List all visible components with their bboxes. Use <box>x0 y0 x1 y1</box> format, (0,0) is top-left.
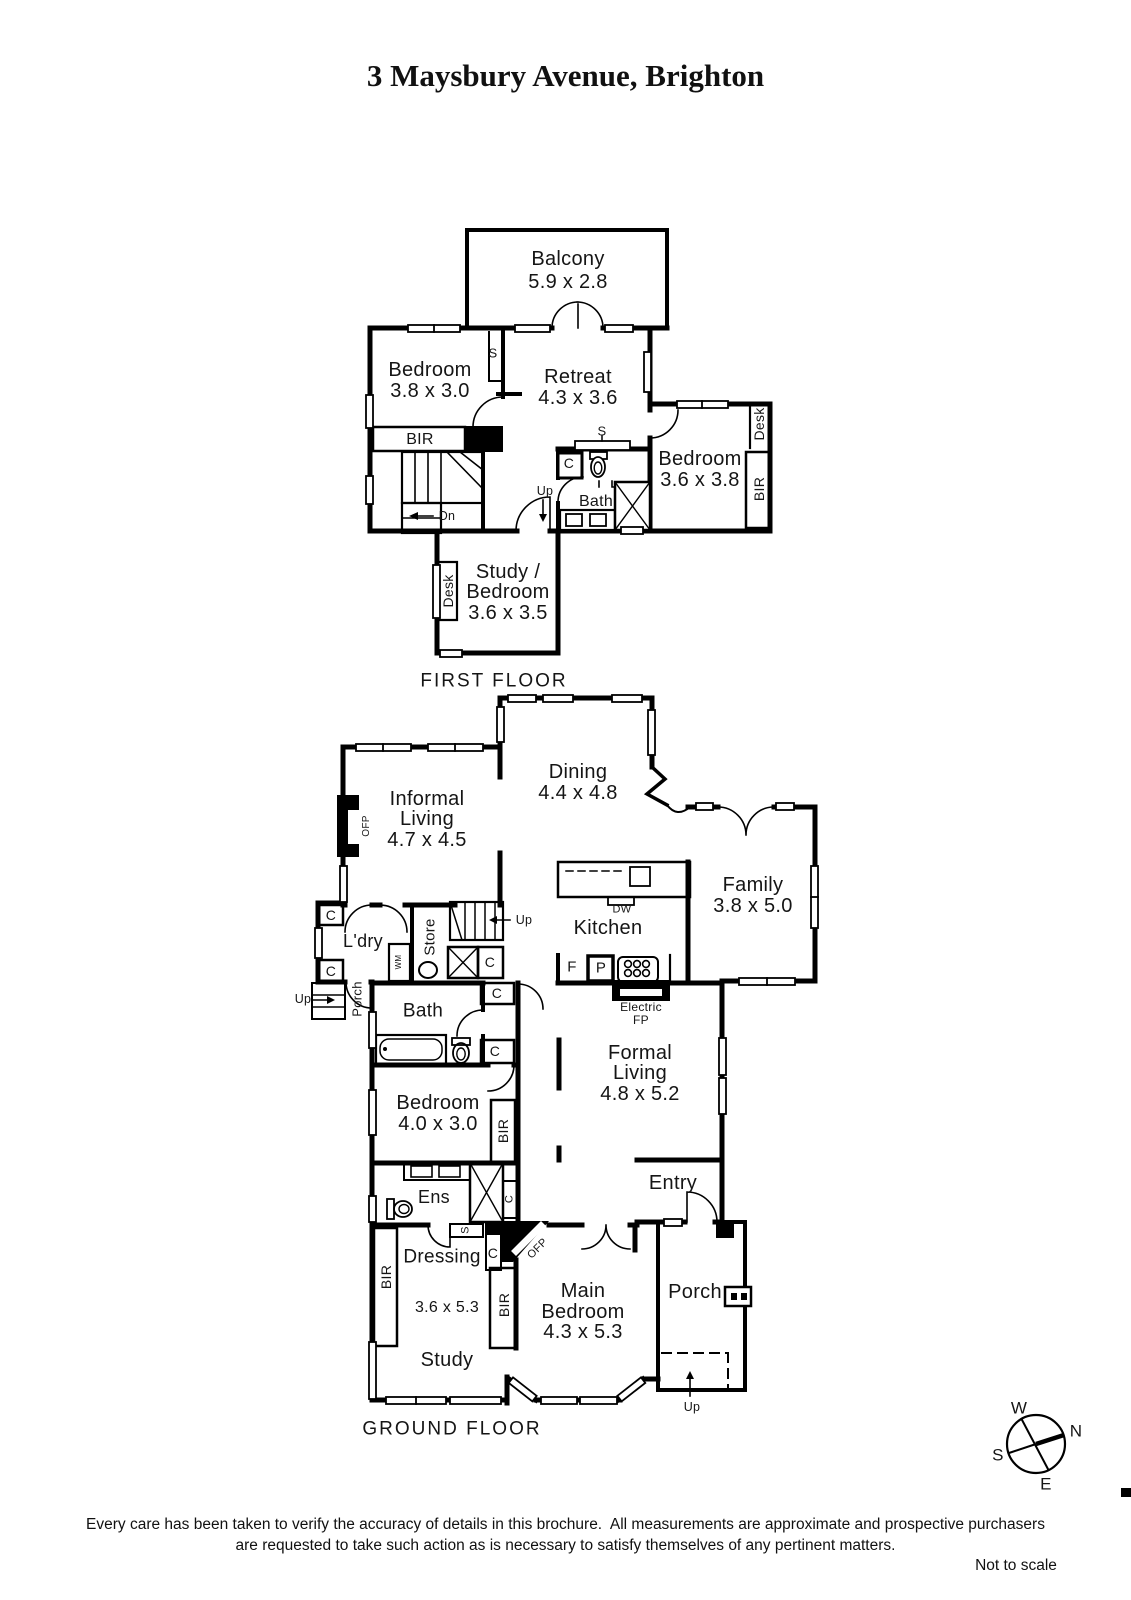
informal-living-dims: 4.7 x 4.5 <box>387 829 467 851</box>
formal-living-label-1: Formal <box>607 1042 673 1064</box>
retreat-label: Retreat <box>544 366 612 388</box>
main-bedroom-label-1: Main <box>560 1280 606 1302</box>
compass-north-label: N <box>1069 1421 1083 1441</box>
disclaimer-line-2: are requested to take such action as is … <box>235 1537 896 1554</box>
kitchen-label: Kitchen <box>573 917 643 939</box>
ground-floor-plan <box>311 694 819 1406</box>
gf-ofp-living-label: OFP <box>361 815 372 837</box>
dressing-dims: 3.6 x 5.3 <box>414 1299 480 1316</box>
fridge-label: F <box>567 958 577 976</box>
ens-label: Ens <box>418 1187 450 1207</box>
informal-living-label-2: Living <box>399 808 455 830</box>
page-title: 3 Maysbury Avenue, Brighton <box>366 58 765 93</box>
gf-bath-label: Bath <box>402 1000 444 1022</box>
ff-dn-label: Dn <box>438 508 456 523</box>
gf-study-label: Study <box>420 1349 474 1371</box>
not-to-scale-label: Not to scale <box>975 1557 1057 1574</box>
laundry-label: L'dry <box>343 931 383 951</box>
ff-up-label: Up <box>536 483 554 498</box>
gf-c4-label: C <box>491 985 503 1001</box>
retreat-dims: 4.3 x 3.6 <box>538 387 618 409</box>
disclaimer-line-1: Every care has been taken to verify the … <box>86 1516 1045 1533</box>
compass-south-label: S <box>992 1445 1004 1465</box>
dining-label: Dining <box>548 761 608 783</box>
first-floor-title: FIRST FLOOR <box>420 670 568 692</box>
ff-bedroom-right-dims: 3.6 x 3.8 <box>660 469 740 491</box>
porch-up-label: Up <box>683 1399 701 1414</box>
ff-bath-s-label: S <box>597 423 607 439</box>
study-bedroom-label-1: Study / <box>475 561 541 583</box>
electric-fp-label-2: FP <box>633 1013 649 1027</box>
balcony-label: Balcony <box>531 248 605 270</box>
compass-west-label: W <box>1010 1398 1028 1418</box>
ff-bedroom-left-label: Bedroom <box>388 359 472 381</box>
gf-stairs-up-label: Up <box>515 912 533 927</box>
compass-rose <box>1005 1413 1067 1475</box>
formal-living-label-2: Living <box>612 1062 668 1084</box>
ground-floor-title: GROUND FLOOR <box>362 1418 542 1440</box>
first-floor-plan <box>365 228 773 658</box>
ff-bedroom-left-dims: 3.8 x 3.0 <box>390 380 470 402</box>
ens-c-label: C <box>503 1194 516 1204</box>
ff-desk-right-label: Desk <box>751 407 767 441</box>
gf-c3-label: C <box>484 954 496 970</box>
balcony-dims: 5.9 x 2.8 <box>528 271 608 293</box>
ff-bedroom-right-label: Bedroom <box>658 448 742 470</box>
family-dims: 3.8 x 5.0 <box>713 895 793 917</box>
ff-desk-study-label: Desk <box>440 574 456 608</box>
ff-bir-right-label: BIR <box>751 476 767 502</box>
study-bedroom-dims: 3.6 x 3.5 <box>468 602 548 624</box>
entry-label: Entry <box>648 1172 698 1194</box>
dressing-bir-left-label: BIR <box>378 1264 394 1290</box>
ff-bath-label: Bath <box>578 493 614 510</box>
porch-label: Porch <box>668 1281 722 1303</box>
gf-porch-small-label: Porch <box>349 981 365 1017</box>
electric-fp-label-1: Electric <box>620 1000 662 1014</box>
dressing-bir-right-label: BIR <box>496 1292 512 1318</box>
ff-bir-label: BIR <box>406 431 434 448</box>
dressing-label: Dressing <box>403 1246 481 1268</box>
gf-c1-label: C <box>325 907 337 923</box>
study-bedroom-label-2: Bedroom <box>466 581 550 603</box>
compass-east-label: E <box>1040 1474 1052 1494</box>
dressing-c-label: C <box>487 1245 499 1261</box>
dressing-s-label: S <box>459 1226 472 1234</box>
wm-label: WM <box>394 954 403 970</box>
gf-porch-up-label: Up <box>294 991 312 1006</box>
main-bedroom-dims: 4.3 x 5.3 <box>543 1321 623 1343</box>
store-label: Store <box>421 918 439 956</box>
formal-living-dims: 4.8 x 5.2 <box>600 1083 680 1105</box>
informal-living-label-1: Informal <box>389 788 465 810</box>
dining-dims: 4.4 x 4.8 <box>538 782 618 804</box>
gf-c2-label: C <box>325 963 337 979</box>
pantry-label: P <box>595 959 607 977</box>
gf-bedroom-label: Bedroom <box>396 1092 480 1114</box>
gf-bedroom-dims: 4.0 x 3.0 <box>398 1113 478 1135</box>
main-bedroom-label-2: Bedroom <box>541 1301 625 1323</box>
gf-bedroom-bir-label: BIR <box>495 1118 511 1144</box>
gf-c5-label: C <box>489 1043 501 1059</box>
ff-bath-c-label: C <box>563 455 575 471</box>
dw-label: DW <box>612 903 632 916</box>
family-label: Family <box>722 874 784 896</box>
ff-closet-s-label: S <box>488 345 498 361</box>
scan-artifact <box>1121 1488 1131 1497</box>
